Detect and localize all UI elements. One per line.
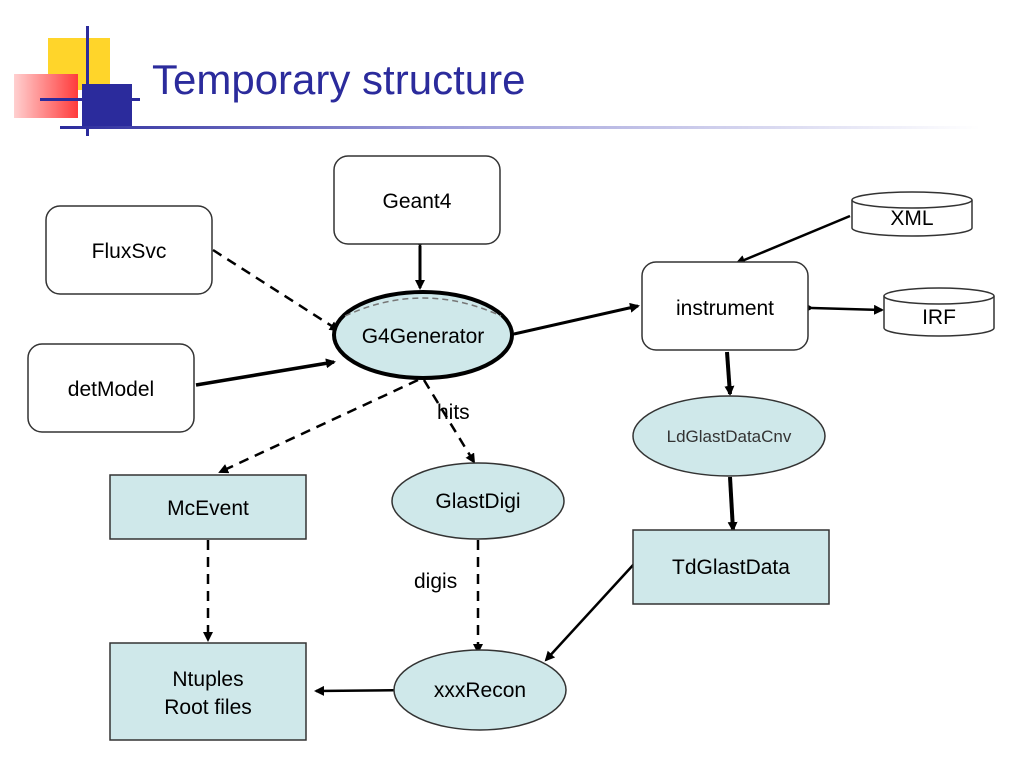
red-square xyxy=(14,74,78,118)
label-detmodel: detModel xyxy=(68,378,154,401)
label-xml: XML xyxy=(890,207,933,230)
node-g4generator xyxy=(332,290,514,380)
label-instrument: instrument xyxy=(676,297,774,320)
slide-title: Temporary structure xyxy=(152,56,526,103)
corner-decoration xyxy=(0,0,140,140)
title-underline xyxy=(60,126,980,129)
node-glastdigi xyxy=(391,462,565,540)
node-instrument xyxy=(641,261,809,351)
edge-g4generator-instrument xyxy=(505,302,640,341)
node-xml xyxy=(851,191,973,237)
edge-g4generator-mcevent xyxy=(218,378,419,474)
node-fluxsvc xyxy=(45,205,213,295)
edge-fluxsvc-g4generator xyxy=(212,248,340,332)
label-ldglastdatacnv: LdGlastDataCnv xyxy=(667,427,792,446)
g4generator-inner-dash xyxy=(344,297,502,317)
node-detmodel xyxy=(27,343,195,433)
label-ntuples-line1: Ntuples xyxy=(172,668,243,691)
edge-ldglastdatacnv-tdglastdata xyxy=(727,476,738,532)
edge-xml-instrument xyxy=(735,214,851,265)
blue-square xyxy=(82,84,132,128)
node-xxxrecon xyxy=(393,649,567,731)
label-irf: IRF xyxy=(922,306,956,329)
node-ldglastdatacnv xyxy=(632,395,826,477)
vertical-line xyxy=(86,26,89,136)
edge-instrument-ldglastdatacnv xyxy=(724,351,735,396)
label-tdglastdata: TdGlastData xyxy=(672,556,790,579)
label-geant4: Geant4 xyxy=(383,190,452,213)
node-ntuples xyxy=(109,642,307,741)
edge-tdglastdata-xxxrecon xyxy=(544,563,635,662)
node-irf xyxy=(883,287,995,337)
node-geant4 xyxy=(333,155,501,245)
label-ntuples-line2: Root files xyxy=(164,696,252,719)
node-mcevent xyxy=(109,474,307,540)
edge-detmodel-g4generator xyxy=(195,358,336,387)
label-xxxrecon: xxxRecon xyxy=(434,679,526,702)
edge-label-hits: hits xyxy=(437,401,470,424)
edge-instrument-irf xyxy=(803,302,884,315)
label-fluxsvc: FluxSvc xyxy=(92,240,167,263)
label-mcevent: McEvent xyxy=(167,497,249,520)
node-tdglastdata xyxy=(632,529,830,605)
edge-label-digis: digis xyxy=(414,570,457,593)
label-glastdigi: GlastDigi xyxy=(435,490,520,513)
horizontal-line xyxy=(40,98,140,101)
label-g4generator: G4Generator xyxy=(362,325,485,348)
